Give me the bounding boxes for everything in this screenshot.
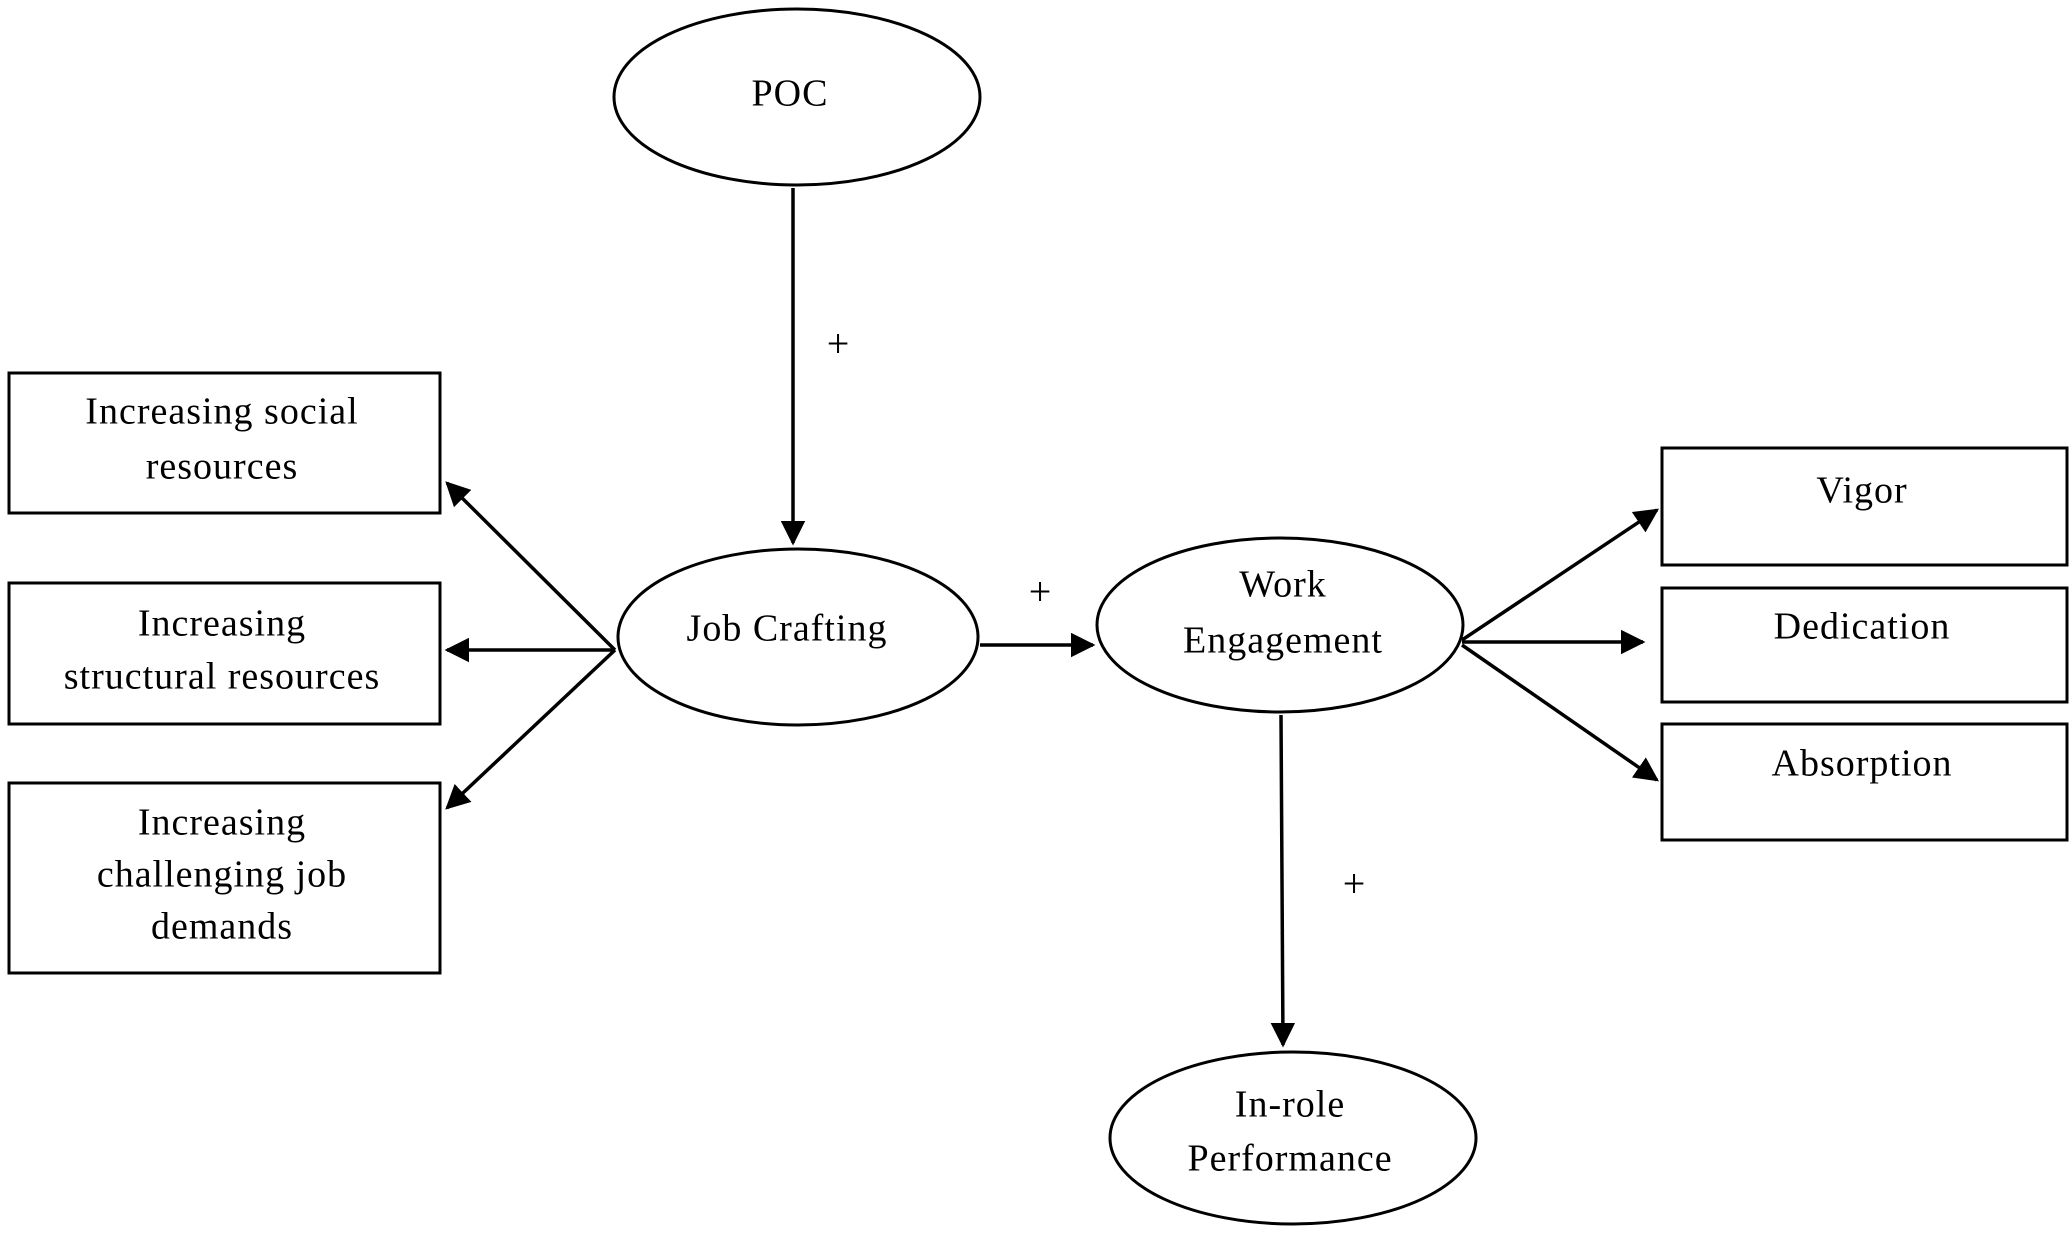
node-social-resources: Increasing social resources (7, 371, 442, 515)
node-challenging-demands-label-line-2: challenging job (97, 854, 347, 896)
edge-job-crafting-to-social-resources (445, 481, 617, 652)
node-structural-resources-label-line-2: structural resources (64, 656, 381, 698)
node-structural-resources-label-line-1: Increasing (138, 603, 306, 645)
node-social-resources-label-line-2: resources (146, 446, 298, 488)
node-challenging-demands-label-line-1: Increasing (138, 802, 306, 844)
node-challenging-demands-label-line-3: demands (151, 906, 293, 948)
edge-work-engagement-to-in-role-performance (1270, 714, 1296, 1048)
node-dedication: Dedication (1660, 586, 2069, 704)
node-dedication-label: Dedication (1774, 606, 1951, 648)
node-work-engagement-label-line-2: Engagement (1183, 620, 1383, 662)
edge-job-crafting-to-challenging-demands (445, 648, 617, 810)
node-vigor-label: Vigor (1816, 470, 1907, 512)
node-challenging-demands: Increasing challenging job demands (7, 781, 442, 975)
node-job-crafting: Job Crafting (616, 547, 980, 727)
edge-work-engagement-to-absorption (1461, 643, 1660, 782)
node-absorption-label: Absorption (1772, 743, 1953, 785)
node-job-crafting-label: Job Crafting (687, 608, 888, 650)
node-structural-resources: Increasing structural resources (7, 581, 442, 726)
edge-sign-poc-to-job-crafting: + (827, 321, 850, 366)
node-work-engagement-label-line-1: Work (1239, 564, 1326, 606)
edge-sign-work-engagement-to-in-role-performance: + (1343, 861, 1366, 906)
node-poc: POC (612, 7, 982, 187)
edge-sign-job-crafting-to-work-engagement: + (1029, 569, 1052, 614)
node-in-role-performance-label-line-2: Performance (1187, 1138, 1392, 1180)
node-social-resources-label-line-1: Increasing social (85, 391, 358, 433)
node-work-engagement: Work Engagement (1095, 536, 1465, 714)
edge-work-engagement-to-vigor (1461, 508, 1660, 642)
node-in-role-performance: In-role Performance (1108, 1050, 1478, 1226)
node-vigor: Vigor (1660, 446, 2069, 567)
edges-layer: + + + (444, 188, 1660, 1048)
node-in-role-performance-label-line-1: In-role (1235, 1084, 1345, 1126)
node-poc-label: POC (752, 73, 829, 115)
node-absorption: Absorption (1660, 722, 2069, 842)
nodes-layer: POC Job Crafting Work Engagement In-role… (7, 7, 2069, 1226)
